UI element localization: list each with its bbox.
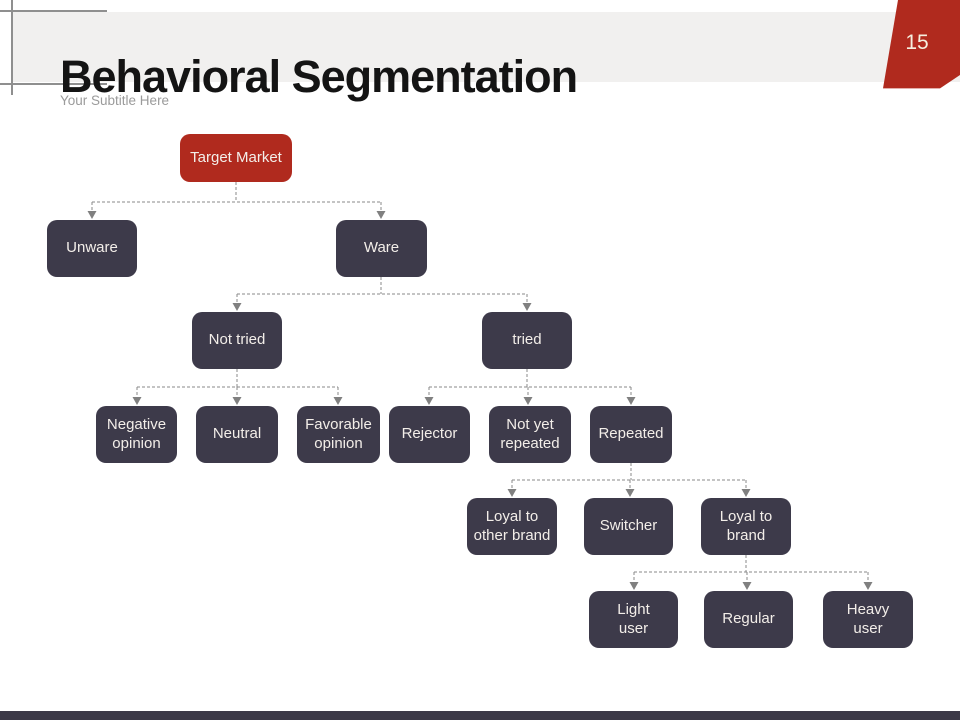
- corner-accent-bottom-line: [0, 83, 107, 85]
- corner-accent-top-line: [0, 10, 107, 12]
- node-not-tried: Not tried: [192, 312, 282, 369]
- page-number-tab: 15: [883, 0, 960, 89]
- title-band: [13, 12, 960, 82]
- node-loyal-to-brand: Loyal to brand: [701, 498, 791, 555]
- node-favorable-opinion: Favorable opinion: [297, 406, 380, 463]
- slide-title: Behavioral Segmentation: [60, 51, 578, 103]
- corner-accent-vertical-line: [11, 0, 13, 95]
- node-light-user: Light user: [589, 591, 678, 648]
- node-regular: Regular: [704, 591, 793, 648]
- node-unware: Unware: [47, 220, 137, 277]
- node-not-yet-repeated: Not yet repeated: [489, 406, 571, 463]
- node-neutral: Neutral: [196, 406, 278, 463]
- node-negative-opinion: Negative opinion: [96, 406, 177, 463]
- node-loyal-to-other-brand: Loyal to other brand: [467, 498, 557, 555]
- page-number: 15: [905, 30, 929, 54]
- node-target-market: Target Market: [180, 134, 292, 182]
- node-rejector: Rejector: [389, 406, 470, 463]
- footer-bar: [0, 711, 960, 720]
- node-heavy-user: Heavy user: [823, 591, 913, 648]
- node-tried: tried: [482, 312, 572, 369]
- slide-subtitle: Your Subtitle Here: [60, 93, 170, 108]
- node-ware: Ware: [336, 220, 427, 277]
- node-repeated: Repeated: [590, 406, 672, 463]
- node-switcher: Switcher: [584, 498, 673, 555]
